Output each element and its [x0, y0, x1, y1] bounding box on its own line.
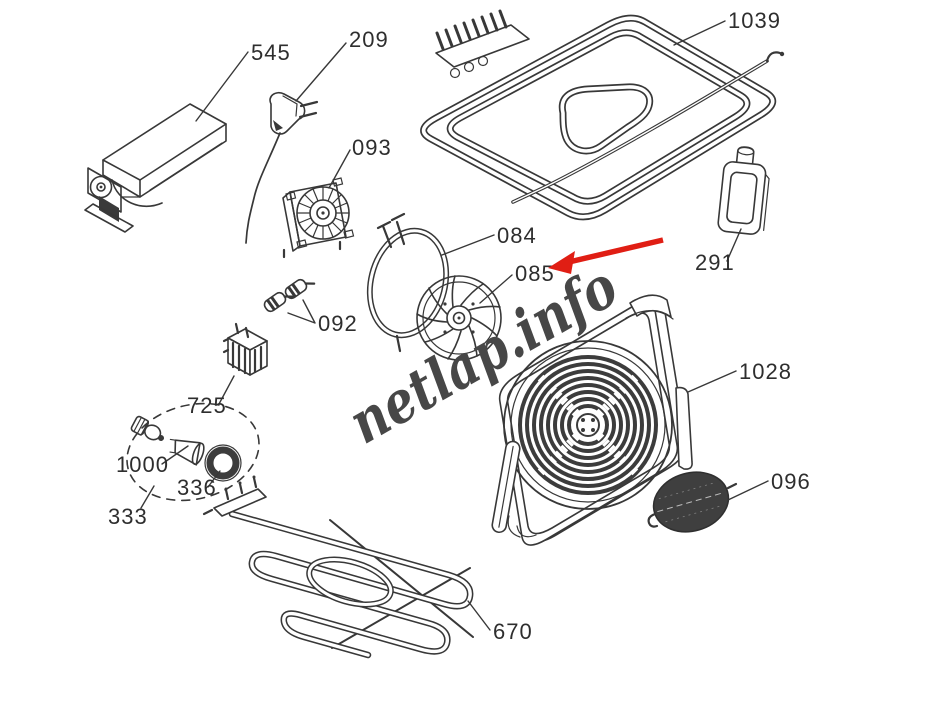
red-pointer-arrow [548, 237, 664, 274]
top-heating-element-1039-drawing [420, 9, 785, 221]
part-label-1000: 1000 [116, 452, 169, 477]
part-label-092: 092 [318, 311, 358, 336]
part-label-096: 096 [771, 469, 811, 494]
part-label-333: 333 [108, 504, 148, 529]
terminal-block-725-drawing [222, 322, 268, 376]
part-labels: 545 209 093 1039 084 085 291 092 725 100… [108, 8, 811, 644]
part-label-084: 084 [497, 223, 537, 248]
ring-element-084-drawing [366, 212, 450, 353]
lamp-bulb-1000-drawing [130, 415, 165, 441]
fan-grille [518, 355, 658, 495]
part-label-1039: 1039 [728, 8, 781, 33]
lamp-group-dashed-outline [126, 402, 260, 502]
fan-motor-093-drawing [282, 177, 355, 259]
part-label-085: 085 [515, 261, 555, 286]
leader-lines [140, 20, 769, 631]
clips-092-drawing [263, 278, 316, 313]
plug-209-drawing [245, 91, 319, 244]
part-label-336: 336 [177, 475, 217, 500]
cover-plate-291-drawing [717, 146, 770, 235]
part-label-209: 209 [349, 27, 389, 52]
part-label-725: 725 [187, 393, 227, 418]
part-label-670: 670 [493, 619, 533, 644]
motor-545-drawing [84, 103, 227, 233]
lamp-lens-drawing [204, 444, 242, 482]
lamp-socket-336-drawing [169, 438, 205, 466]
mesh-cover-096-drawing [647, 471, 738, 533]
bottom-heating-element-670-drawing [202, 475, 474, 659]
fan-cover-1028-drawing [491, 294, 693, 546]
part-label-545: 545 [251, 40, 291, 65]
part-label-1028: 1028 [739, 359, 792, 384]
part-label-291: 291 [695, 250, 735, 275]
fan-impeller-085-drawing [416, 275, 502, 361]
lamp-assembly-drawing [126, 402, 260, 502]
part-label-093: 093 [352, 135, 392, 160]
